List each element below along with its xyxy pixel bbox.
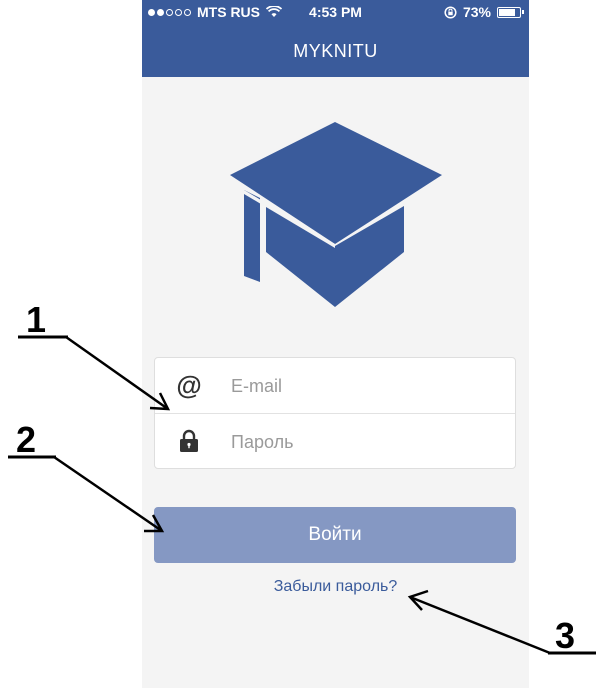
email-row: @	[155, 358, 515, 414]
status-time: 4:53 PM	[309, 4, 362, 20]
phone-screen: MTS RUS 4:53 PM 73%	[142, 0, 529, 688]
battery-percent: 73%	[462, 4, 491, 20]
login-form: @	[154, 357, 516, 469]
forgot-password-link[interactable]: Забыли пароль?	[273, 578, 398, 595]
rotation-lock-icon	[444, 5, 457, 19]
battery-icon	[497, 6, 524, 18]
carrier-label: MTS RUS	[197, 4, 260, 20]
nav-bar: MYKNITU	[142, 26, 529, 77]
lock-icon	[169, 426, 209, 456]
wifi-icon	[266, 6, 282, 17]
status-left: MTS RUS	[148, 4, 282, 20]
at-icon: @	[176, 369, 202, 400]
signal-icon	[148, 8, 191, 16]
login-button[interactable]: Войти	[154, 507, 516, 563]
status-right: 73%	[444, 4, 524, 20]
password-row	[155, 414, 515, 469]
graduation-cap-icon	[230, 122, 442, 307]
password-input[interactable]	[229, 424, 503, 460]
app-title: MYKNITU	[293, 41, 378, 61]
email-input[interactable]	[229, 368, 503, 404]
annotation-label-3: 3	[555, 615, 575, 656]
annotation-label-1: 1	[26, 299, 46, 340]
status-bar: MTS RUS 4:53 PM 73%	[142, 0, 529, 26]
annotation-label-2: 2	[16, 419, 36, 460]
